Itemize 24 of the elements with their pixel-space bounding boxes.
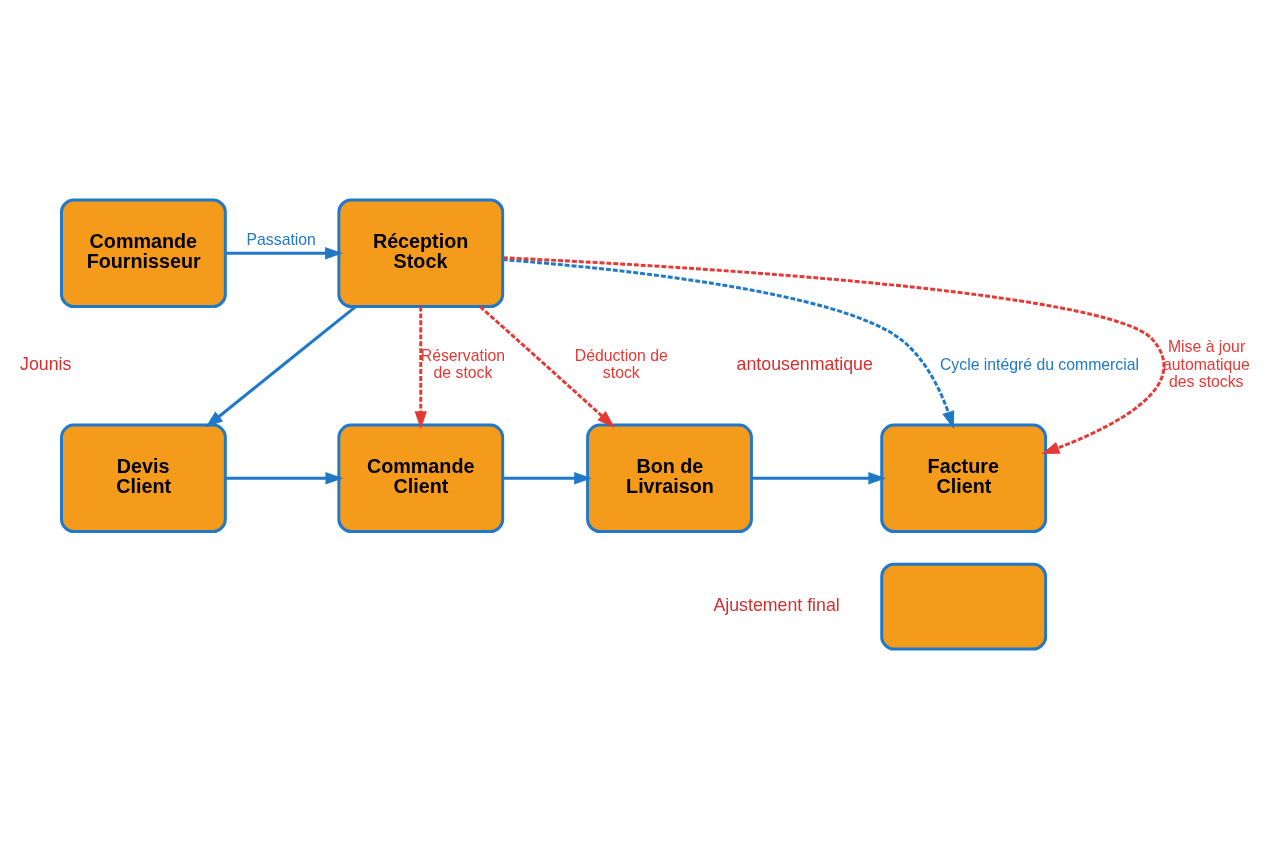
arrow — [479, 305, 615, 428]
arrow — [225, 471, 344, 485]
edge-label: Mise à jour automatique des stocks — [1163, 337, 1250, 390]
node-box: Bon de Livraison — [586, 423, 753, 533]
arrow — [225, 246, 343, 259]
arrow — [502, 255, 1165, 454]
node-box: Commande Fournisseur — [60, 197, 227, 308]
node-box — [880, 562, 1048, 651]
node-box: Facture Client — [880, 423, 1048, 533]
node-box: Réception Stock — [337, 197, 505, 308]
edge-label: Réservation de stock — [420, 346, 505, 381]
edge-label: Cycle intégré du commercial — [939, 355, 1140, 373]
label: antousenmatique — [736, 353, 873, 374]
arrow — [502, 257, 955, 429]
node-label: Ajustement final — [713, 594, 840, 615]
node-box: Devis Client — [60, 423, 227, 533]
node-box: Commande Client — [337, 423, 505, 533]
arrow — [751, 471, 887, 485]
arrow — [205, 305, 357, 427]
label: Jounis — [20, 353, 72, 374]
edge-label: Passation — [246, 230, 316, 248]
arrow — [502, 471, 592, 485]
arrow — [414, 306, 427, 429]
edge-label: Déduction de stock — [574, 346, 668, 381]
